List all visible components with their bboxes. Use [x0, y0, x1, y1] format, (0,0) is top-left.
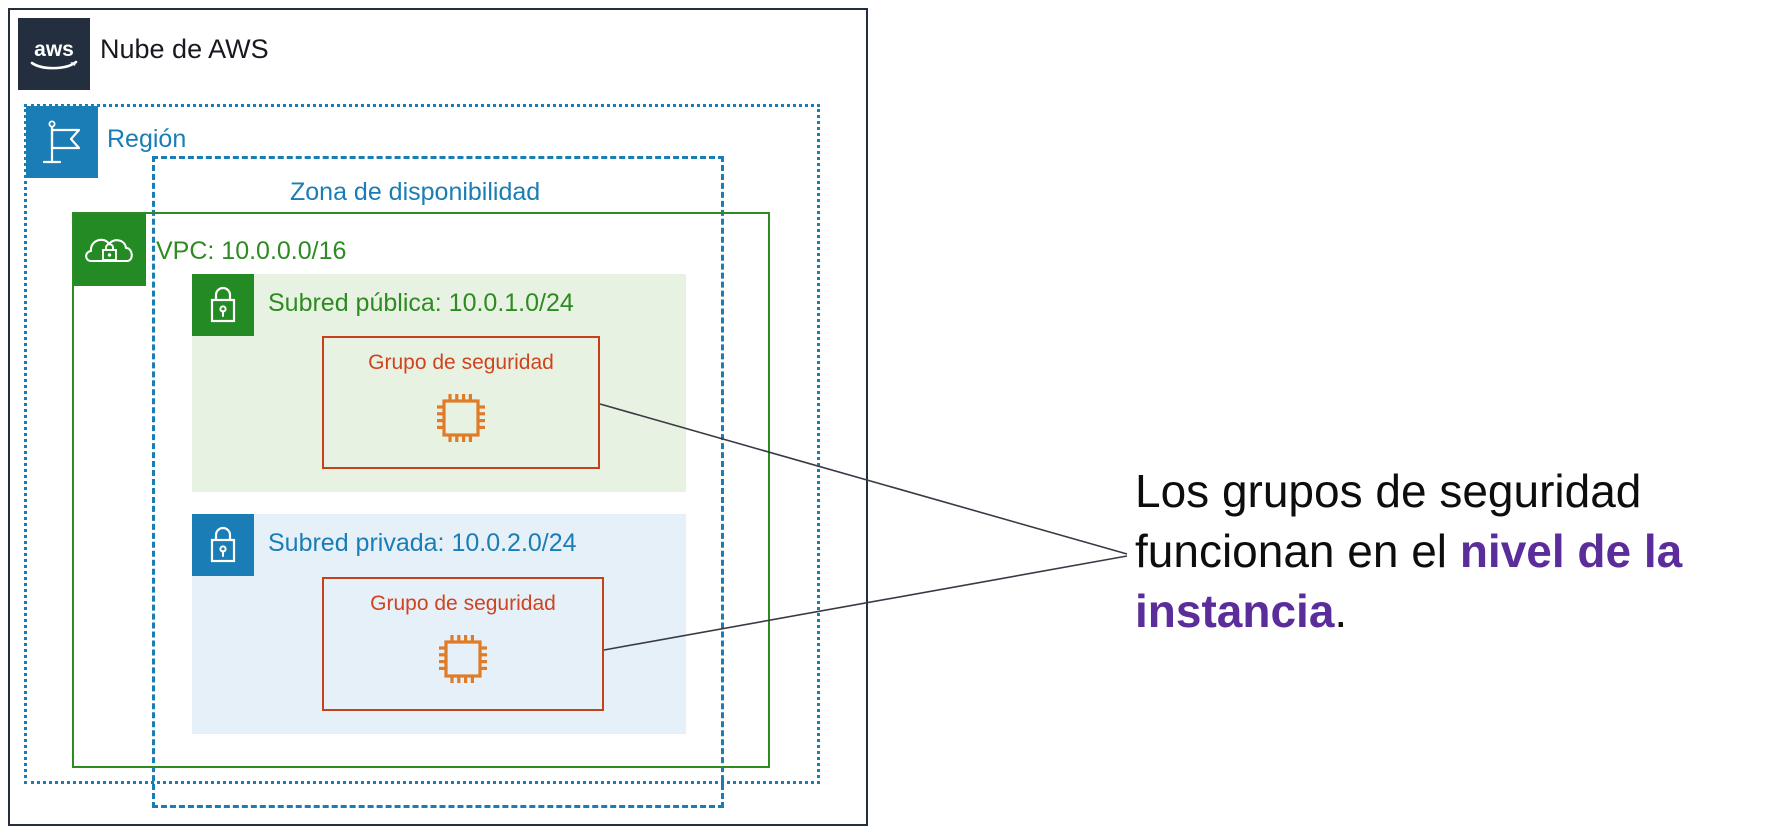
ec2-instance-chip-icon — [439, 635, 487, 683]
vpc-label: VPC: 10.0.0.0/16 — [156, 237, 347, 265]
subnet-lock-icon — [210, 286, 236, 323]
public-subnet-label: Subred pública: 10.0.1.0/24 — [268, 289, 574, 317]
callout-text: Los grupos de seguridad funcionan en el … — [1135, 462, 1755, 641]
callout-text-after: . — [1334, 584, 1348, 637]
vpc-badge — [74, 214, 146, 286]
private-subnet-badge — [192, 514, 254, 576]
public-security-group-label: Grupo de seguridad — [368, 351, 554, 374]
ec2-instance-chip-icon — [437, 394, 485, 442]
public-security-group: Grupo de seguridad — [322, 336, 600, 469]
vpc-cloud-lock-icon — [85, 238, 133, 263]
availability-zone-label: Zona de disponibilidad — [290, 178, 541, 206]
aws-logo-icon: aws — [30, 38, 78, 70]
private-security-group: Grupo de seguridad — [322, 577, 604, 711]
private-security-group-label: Grupo de seguridad — [370, 592, 556, 615]
subnet-lock-icon — [210, 526, 236, 563]
region-badge — [26, 106, 98, 178]
aws-logo-badge: aws — [18, 18, 90, 90]
private-subnet-label: Subred privada: 10.0.2.0/24 — [268, 529, 577, 557]
callout-text-before: Los grupos de seguridad funcionan en el — [1135, 465, 1642, 577]
aws-cloud-label: Nube de AWS — [100, 34, 269, 64]
region-label: Región — [107, 125, 187, 153]
private-sg-instance-wrapper — [432, 628, 494, 695]
flag-icon — [42, 120, 81, 164]
callout-emphasis: nivel de la instancia — [1135, 524, 1683, 637]
svg-text:aws: aws — [34, 38, 74, 61]
public-sg-instance-wrapper — [430, 387, 492, 454]
public-subnet-badge — [192, 274, 254, 336]
